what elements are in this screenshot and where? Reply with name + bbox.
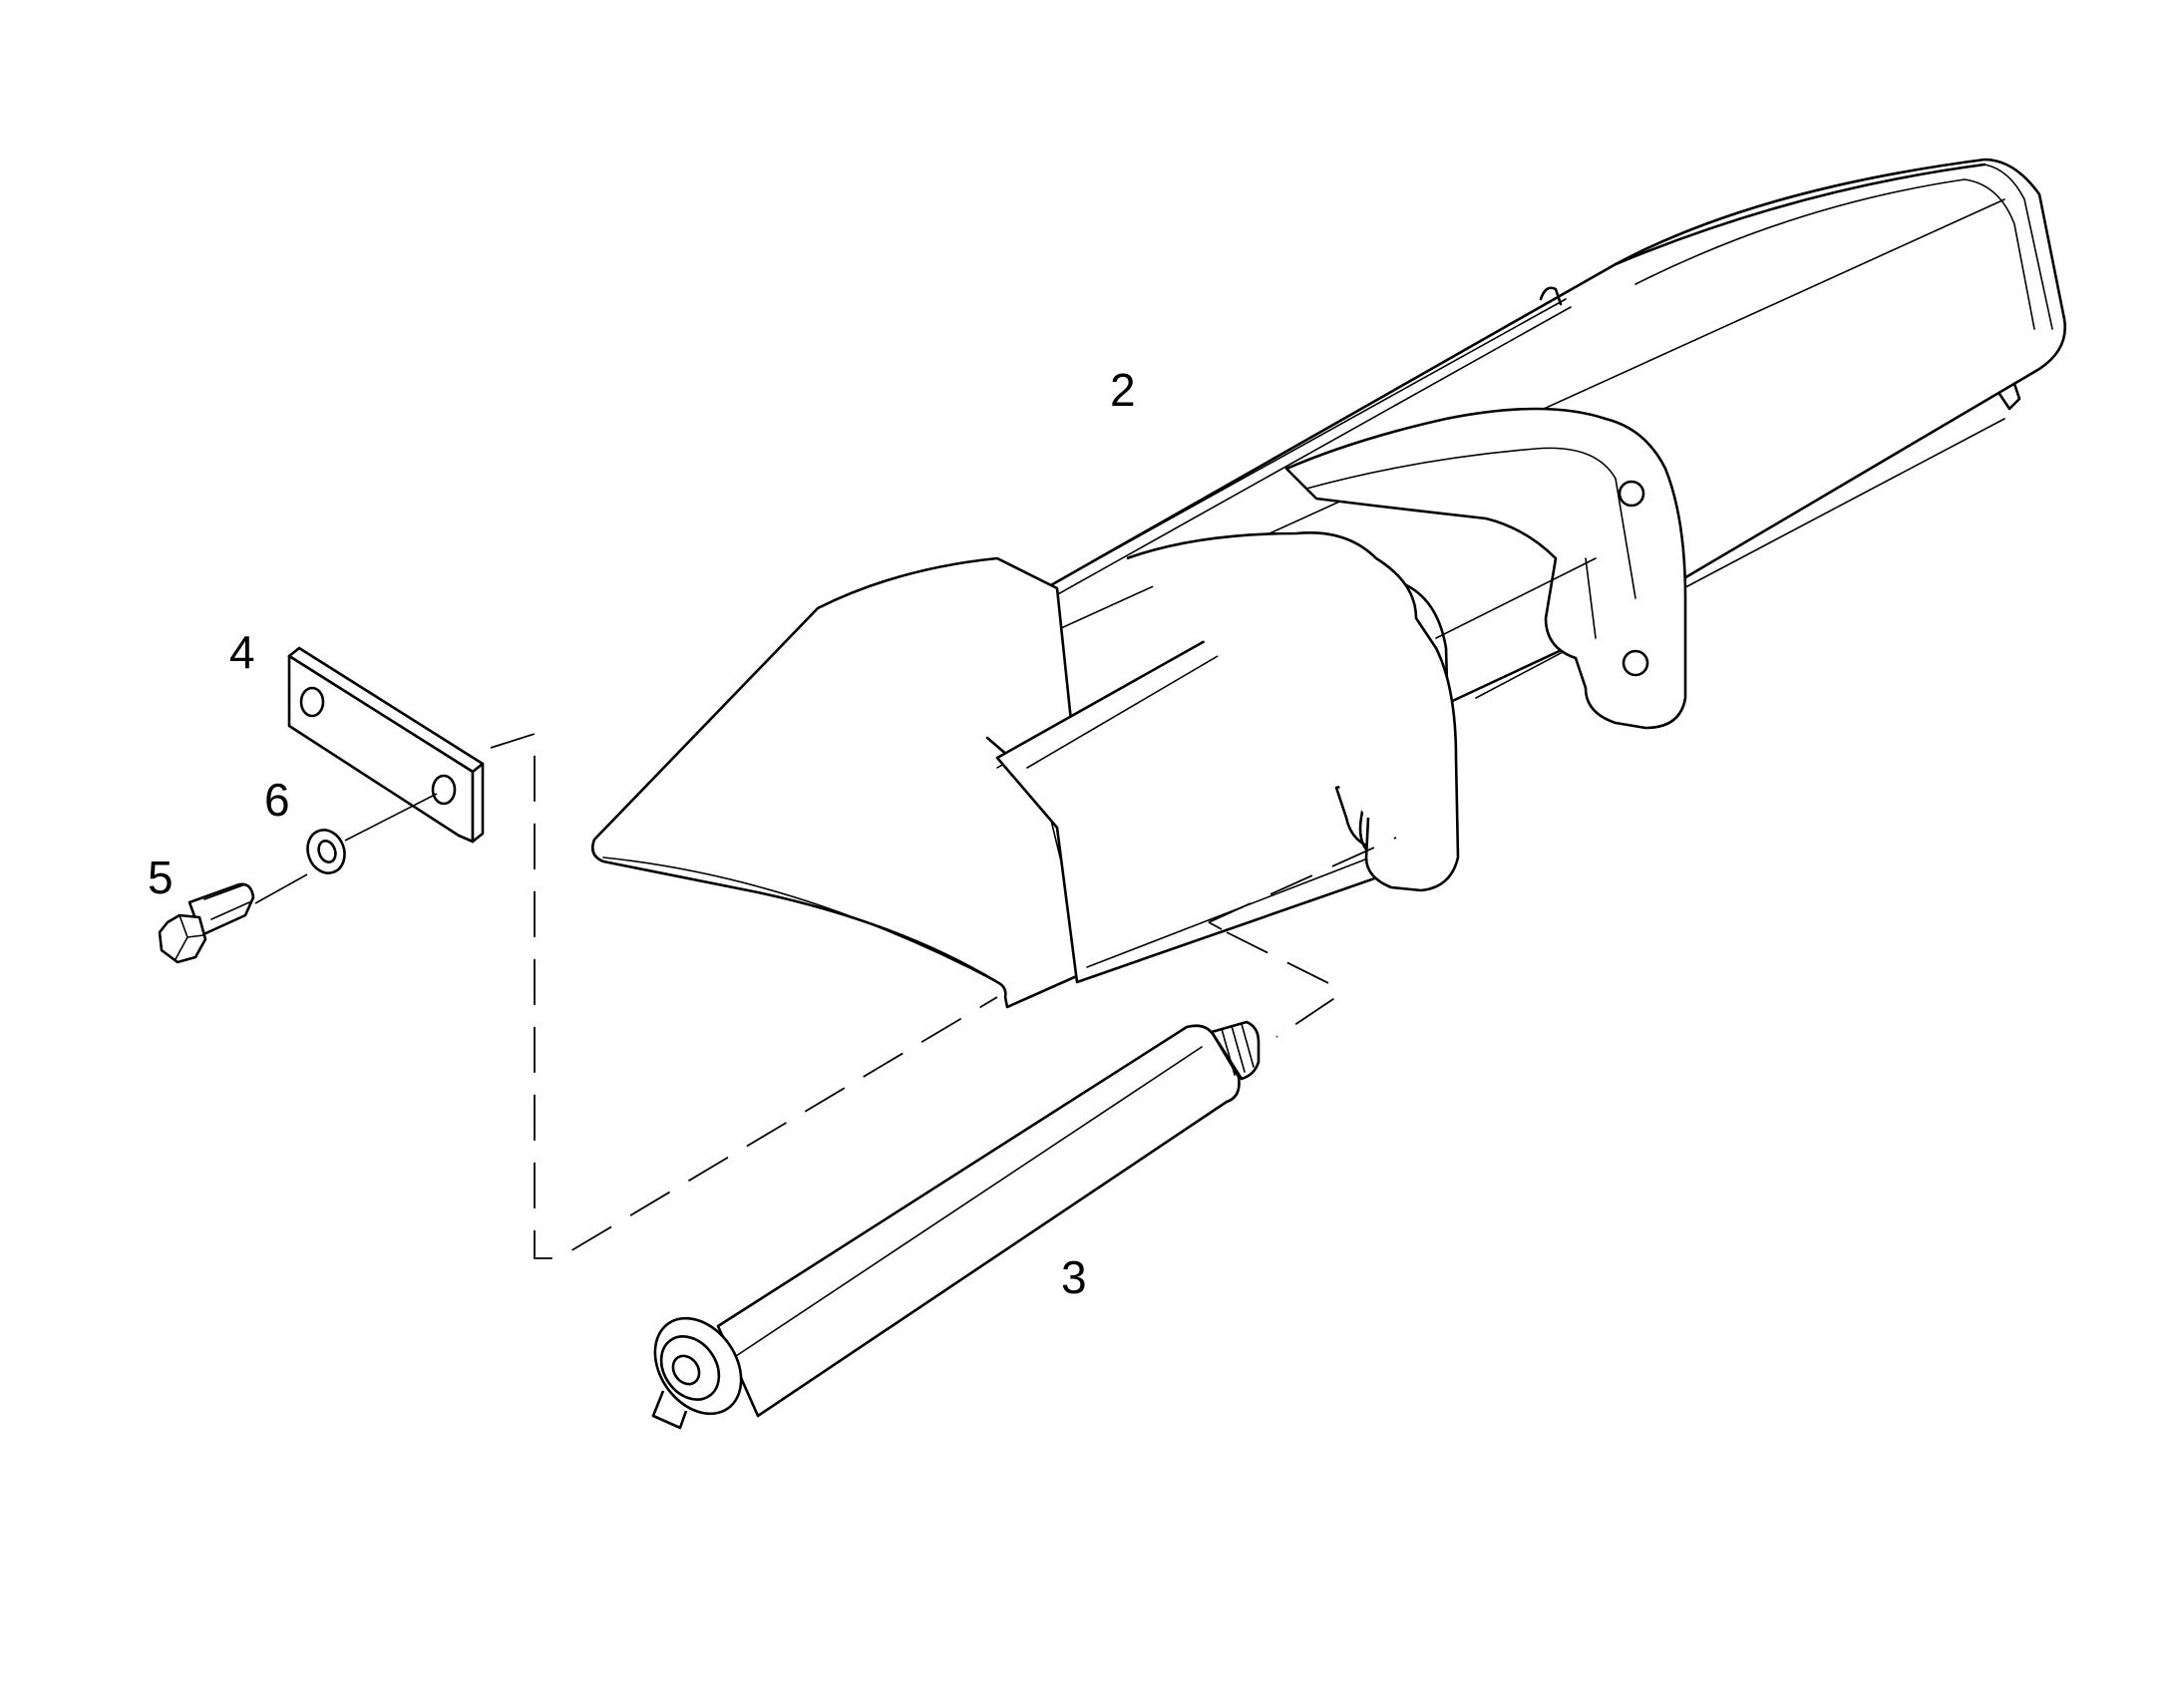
callout-3: 3 <box>1061 1251 1087 1303</box>
part-2-chute-housing <box>591 158 2067 1009</box>
assembly-leader-lines <box>254 793 438 904</box>
callout-2: 2 <box>1110 364 1136 416</box>
callout-4: 4 <box>229 626 255 678</box>
part-6-washer <box>306 829 346 874</box>
part-4-flat-plate <box>287 646 485 844</box>
assembly-dashed-lines <box>490 732 1397 1259</box>
part-3-shaft-roller <box>651 1020 1261 1430</box>
callout-5: 5 <box>148 852 174 903</box>
callout-6: 6 <box>264 774 290 826</box>
part-5-hex-bolt <box>158 882 255 964</box>
